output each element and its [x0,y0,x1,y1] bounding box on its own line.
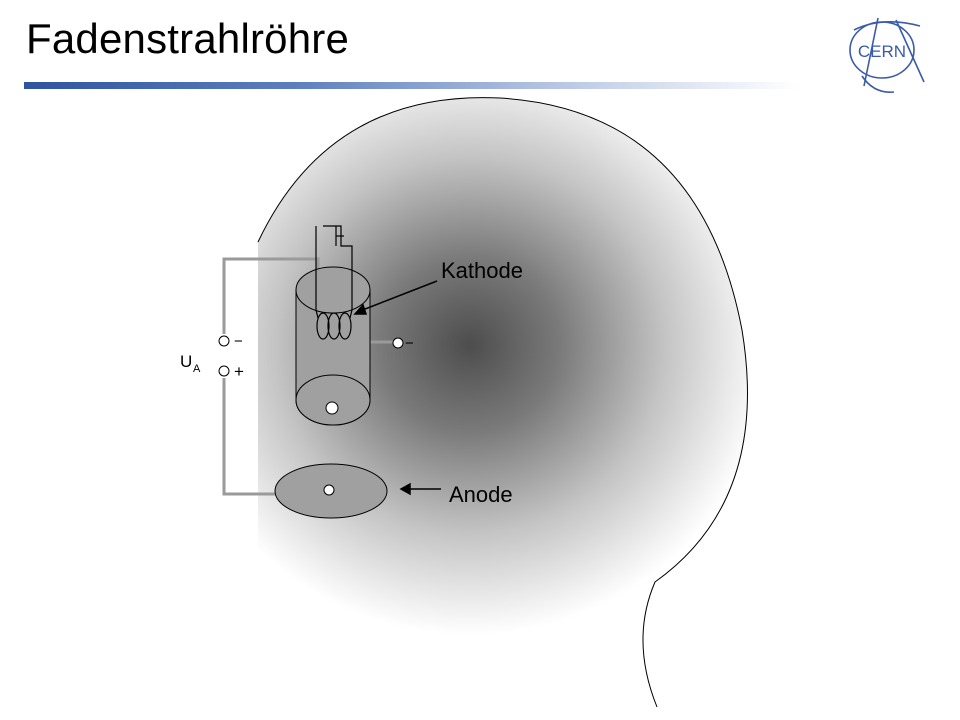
heater-filament [315,225,353,340]
label-minus-left: − [234,333,243,350]
terminal-minus-right[interactable] [392,337,404,349]
cathode-cylinder [295,266,371,426]
label-minus-right: − [405,335,414,352]
wire-anode [222,378,276,496]
cern-logo-text: CERN [858,42,906,61]
label-plus-left: + [234,362,244,381]
terminal-minus-left[interactable] [218,335,230,347]
terminal-plus-left[interactable] [218,365,230,377]
slide-title: Fadenstrahlröhre [26,15,350,62]
title-underline-bar [24,82,800,89]
bulb-outline [257,97,748,708]
label-voltage-subscript-a: A [193,363,201,375]
cathode-arrow [359,280,438,312]
label-anode: Anode [449,482,513,507]
label-voltage-u: U [180,352,192,371]
label-kathode: Kathode [441,258,523,283]
cern-logo-icon: CERN [849,17,925,93]
anode-disk [274,463,388,519]
wire-cathode [222,257,320,334]
